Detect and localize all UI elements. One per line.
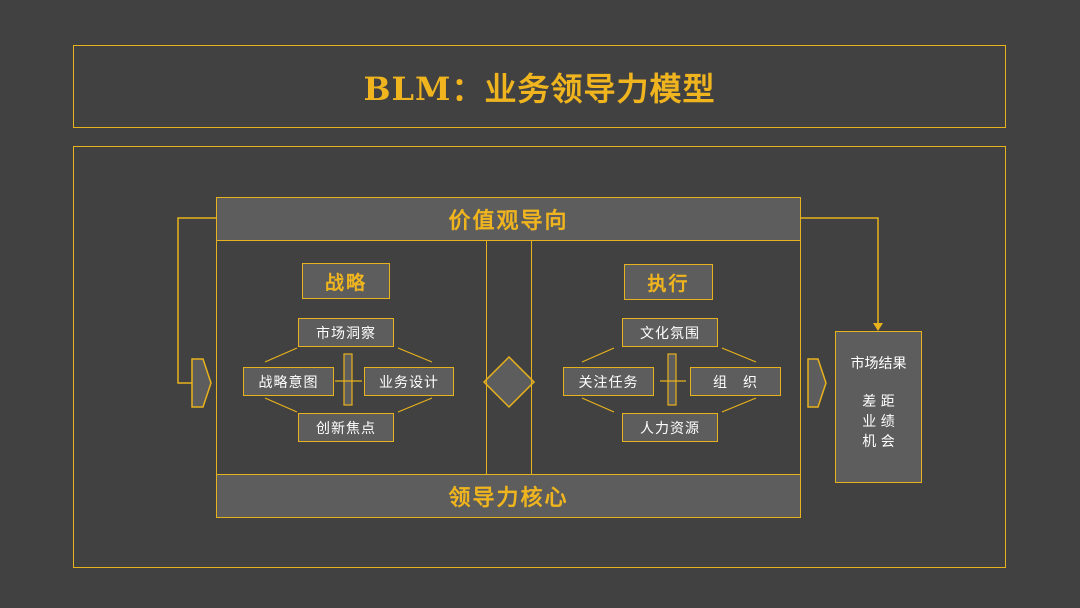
culture-node: 文化氛围	[622, 318, 718, 347]
critical-tasks-node: 关注任务	[563, 367, 654, 396]
business-design-node: 业务设计	[364, 367, 454, 396]
market-insight-node: 市场洞察	[298, 318, 394, 347]
result-connector	[800, 217, 879, 325]
result-arrow-icon	[873, 323, 883, 331]
strategic-intent-node: 战略意图	[243, 367, 334, 396]
diamond-icon	[482, 355, 536, 409]
center-column	[486, 240, 532, 475]
gap-label: 差 距	[862, 394, 895, 410]
left-chevron-icon	[191, 358, 212, 408]
title-frame: BLM：业务领导力模型	[73, 45, 1006, 128]
diagram-frame	[73, 146, 1006, 568]
human-resources-node: 人力资源	[622, 413, 718, 442]
values-band: 价值观导向	[216, 197, 801, 241]
strategy-cross-icon	[343, 353, 353, 406]
opportunity-label: 机 会	[862, 434, 895, 450]
organization-node: 组 织	[690, 367, 781, 396]
execution-header: 执行	[624, 264, 713, 300]
market-result-title: 市场结果	[850, 356, 907, 372]
page-title: BLM：业务领导力模型	[363, 69, 716, 108]
market-result-box: 市场结果 差 距 业 绩 机 会	[835, 331, 922, 483]
feedback-connector	[177, 217, 216, 384]
right-chevron-icon	[807, 358, 827, 408]
strategy-links	[264, 347, 433, 413]
performance-label: 业 绩	[862, 414, 895, 430]
leadership-band: 领导力核心	[216, 474, 801, 518]
execution-cross-icon	[667, 353, 677, 406]
strategy-header: 战略	[302, 263, 390, 299]
innovation-focus-node: 创新焦点	[298, 413, 394, 442]
execution-links	[581, 347, 757, 413]
